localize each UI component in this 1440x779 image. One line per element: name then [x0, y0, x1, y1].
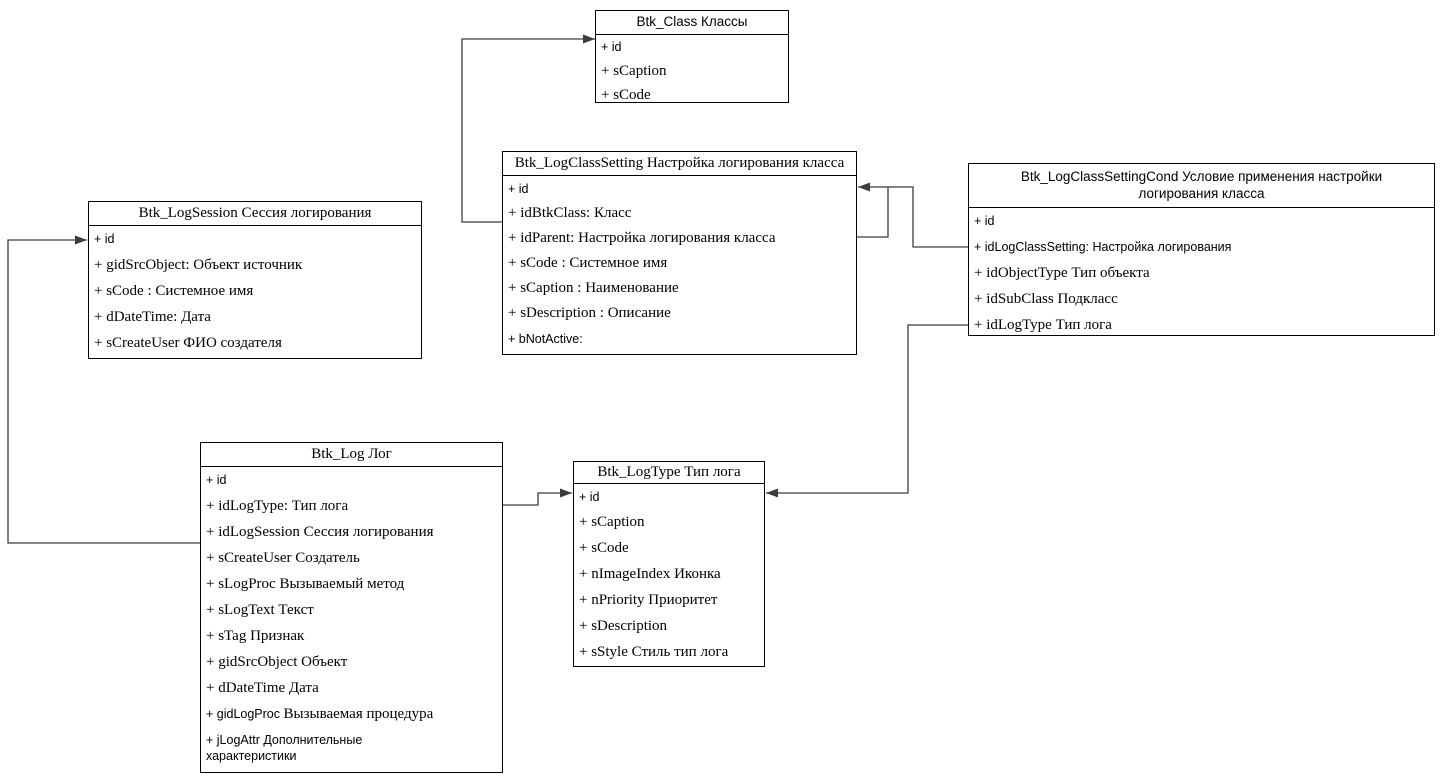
attribute-text: Вызываемая процедура [283, 705, 434, 722]
entity-btk-log[interactable]: Btk_Log Лог + id + idLogType: Тип лога + id… [200, 442, 503, 773]
attribute-text: + id [508, 181, 529, 196]
attribute-row: + sStyle Стиль тип лога [574, 640, 764, 666]
attribute-row: + jLogAttr Дополнительные характеристики [201, 727, 502, 768]
attribute-row: + idLogClassSetting: Настройка логирован… [969, 234, 1434, 260]
attribute-text: + idLogType Тип лога [974, 316, 1112, 333]
attribute-row: + sLogText Текст [201, 597, 502, 623]
attribute-text: + dDateTime: Дата [94, 308, 211, 325]
attribute-text: + gidLogProc [206, 707, 284, 721]
attribute-text: + idLogClassSetting: Настройка логирован… [974, 240, 1232, 254]
connector-log-idlogtype-to-logtype[interactable] [503, 488, 572, 506]
attribute-text: + sCaption [579, 514, 645, 531]
attribute-text: + nImageIndex Иконка [579, 566, 721, 583]
attribute-text: + idObjectType Тип объекта [974, 264, 1150, 281]
attribute-row: + id [201, 467, 502, 493]
attribute-text: + id [206, 473, 227, 487]
attribute-text: + sCaption [601, 62, 667, 79]
attribute-row: + gidSrcObject Объект [201, 649, 502, 675]
attribute-text: + sCode : Системное имя [508, 255, 668, 271]
attribute-text: + idBtkClass: Класс [508, 205, 632, 221]
attribute-text: + sTag Признак [206, 627, 305, 644]
connector-log-idlogsession-to-logsession[interactable] [7, 235, 200, 544]
entity-title: Btk_LogType Тип лога [574, 462, 764, 484]
attribute-row: + nPriority Приоритет [574, 588, 764, 614]
attribute-text: + gidSrcObject: Объект источник [94, 256, 303, 273]
attribute-text: + sLogText Текст [206, 601, 314, 618]
attribute-row: + idLogType Тип лога [969, 312, 1434, 335]
entity-btk-logsession[interactable]: Btk_LogSession Сессия логирования + id + g… [88, 201, 422, 359]
attribute-row: + id [596, 35, 788, 59]
attribute-row: + sTag Признак [201, 623, 502, 649]
attribute-text: + sDescription : Описание [508, 305, 671, 321]
attribute-text: + gidSrcObject Объект [206, 653, 348, 670]
entity-title: Btk_LogSession Сессия логирования [89, 202, 421, 226]
attribute-row: + sCaption : Наименование [503, 276, 856, 301]
attribute-row: + idObjectType Тип объекта [969, 260, 1434, 286]
attribute-text: + sCode [579, 540, 629, 557]
attribute-row: + nImageIndex Иконка [574, 562, 764, 588]
attribute-text: + bNotActive: [508, 331, 583, 346]
attribute-row: + id [503, 176, 856, 201]
attribute-row: + sCode [596, 83, 788, 103]
attribute-row: + sCode : Системное имя [503, 251, 856, 276]
entity-title: Btk_LogClassSetting Настройка логировани… [503, 152, 856, 176]
attribute-row: + sCreateUser Создатель [201, 545, 502, 571]
connector-cond-idlogtype-to-logtype[interactable] [766, 324, 968, 498]
attribute-text: + sCaption : Наименование [508, 280, 679, 296]
connector-logclasssetting-idbtkclass-to-class[interactable] [461, 34, 595, 223]
attribute-row: + idBtkClass: Класс [503, 201, 856, 226]
connector-cond-idlogclasssetting-to-logclasssetting[interactable] [858, 182, 968, 248]
attribute-row: + sDescription [574, 614, 764, 640]
attribute-text: + sLogProc Вызываемый метод [206, 575, 405, 592]
attribute-text: + idParent: Настройка логирования класса [508, 230, 776, 246]
entity-btk-logclasssetting[interactable]: Btk_LogClassSetting Настройка логировани… [502, 151, 857, 355]
attribute-text: + id [94, 232, 115, 246]
attribute-text: + idLogSession Сессия логирования [206, 523, 434, 540]
entity-btk-logclasssettingcond[interactable]: Btk_LogClassSettingCond Условие применен… [968, 163, 1435, 336]
attribute-row: + id [89, 226, 421, 252]
attribute-text: + idSubClass Подкласс [974, 290, 1118, 307]
attribute-row: + id [574, 484, 764, 510]
connector-logclasssetting-idparent-self-reference[interactable] [857, 187, 889, 238]
attribute-row: + gidSrcObject: Объект источник [89, 252, 421, 278]
attribute-text: + id [579, 489, 600, 504]
entity-btk-logtype[interactable]: Btk_LogType Тип лога + id + sCaption + sCod… [573, 461, 765, 667]
attribute-text: + jLogAttr Дополнительные характеристики [206, 733, 363, 763]
attribute-row: + gidLogProc Вызываемая процедура [201, 701, 502, 727]
attribute-text: + dDateTime Дата [206, 679, 319, 696]
entity-title: Btk_Class Классы [596, 11, 788, 35]
attribute-text: + sCode [601, 86, 651, 103]
attribute-text: + sStyle Стиль тип лога [579, 644, 729, 661]
attribute-text: + sCreateUser Создатель [206, 549, 360, 566]
attribute-row: + idParent: Настройка логирования класса [503, 226, 856, 251]
attribute-text: + nPriority Приоритет [579, 592, 718, 609]
attribute-row: + id [969, 208, 1434, 234]
attribute-row: + bNotActive: [503, 326, 856, 351]
attribute-text: + id [601, 40, 622, 54]
attribute-row: + idSubClass Подкласс [969, 286, 1434, 312]
attribute-row: + sCaption [574, 510, 764, 536]
attribute-row: + sCode : Системное имя [89, 278, 421, 304]
entity-btk-class[interactable]: Btk_Class Классы + id + sCaption + sCode [595, 10, 789, 103]
attribute-row: + sLogProc Вызываемый метод [201, 571, 502, 597]
attribute-text: + sDescription [579, 618, 668, 635]
entity-title: Btk_LogClassSettingCond Условие применен… [969, 164, 1434, 208]
attribute-text: + idLogType: Тип лога [206, 497, 349, 514]
attribute-row: + dDateTime Дата [201, 675, 502, 701]
attribute-row: + sCaption [596, 59, 788, 83]
attribute-text: + sCreateUser ФИО создателя [94, 334, 282, 351]
attribute-row: + sCode [574, 536, 764, 562]
attribute-row: + idLogType: Тип лога [201, 493, 502, 519]
attribute-text: + id [974, 214, 995, 228]
attribute-row: + dDateTime: Дата [89, 304, 421, 330]
attribute-text: + sCode : Системное имя [94, 282, 254, 299]
attribute-row: + sCreateUser ФИО создателя [89, 330, 421, 356]
attribute-row: + sDescription : Описание [503, 301, 856, 326]
entity-title: Btk_Log Лог [201, 443, 502, 467]
attribute-row: + idLogSession Сессия логирования [201, 519, 502, 545]
